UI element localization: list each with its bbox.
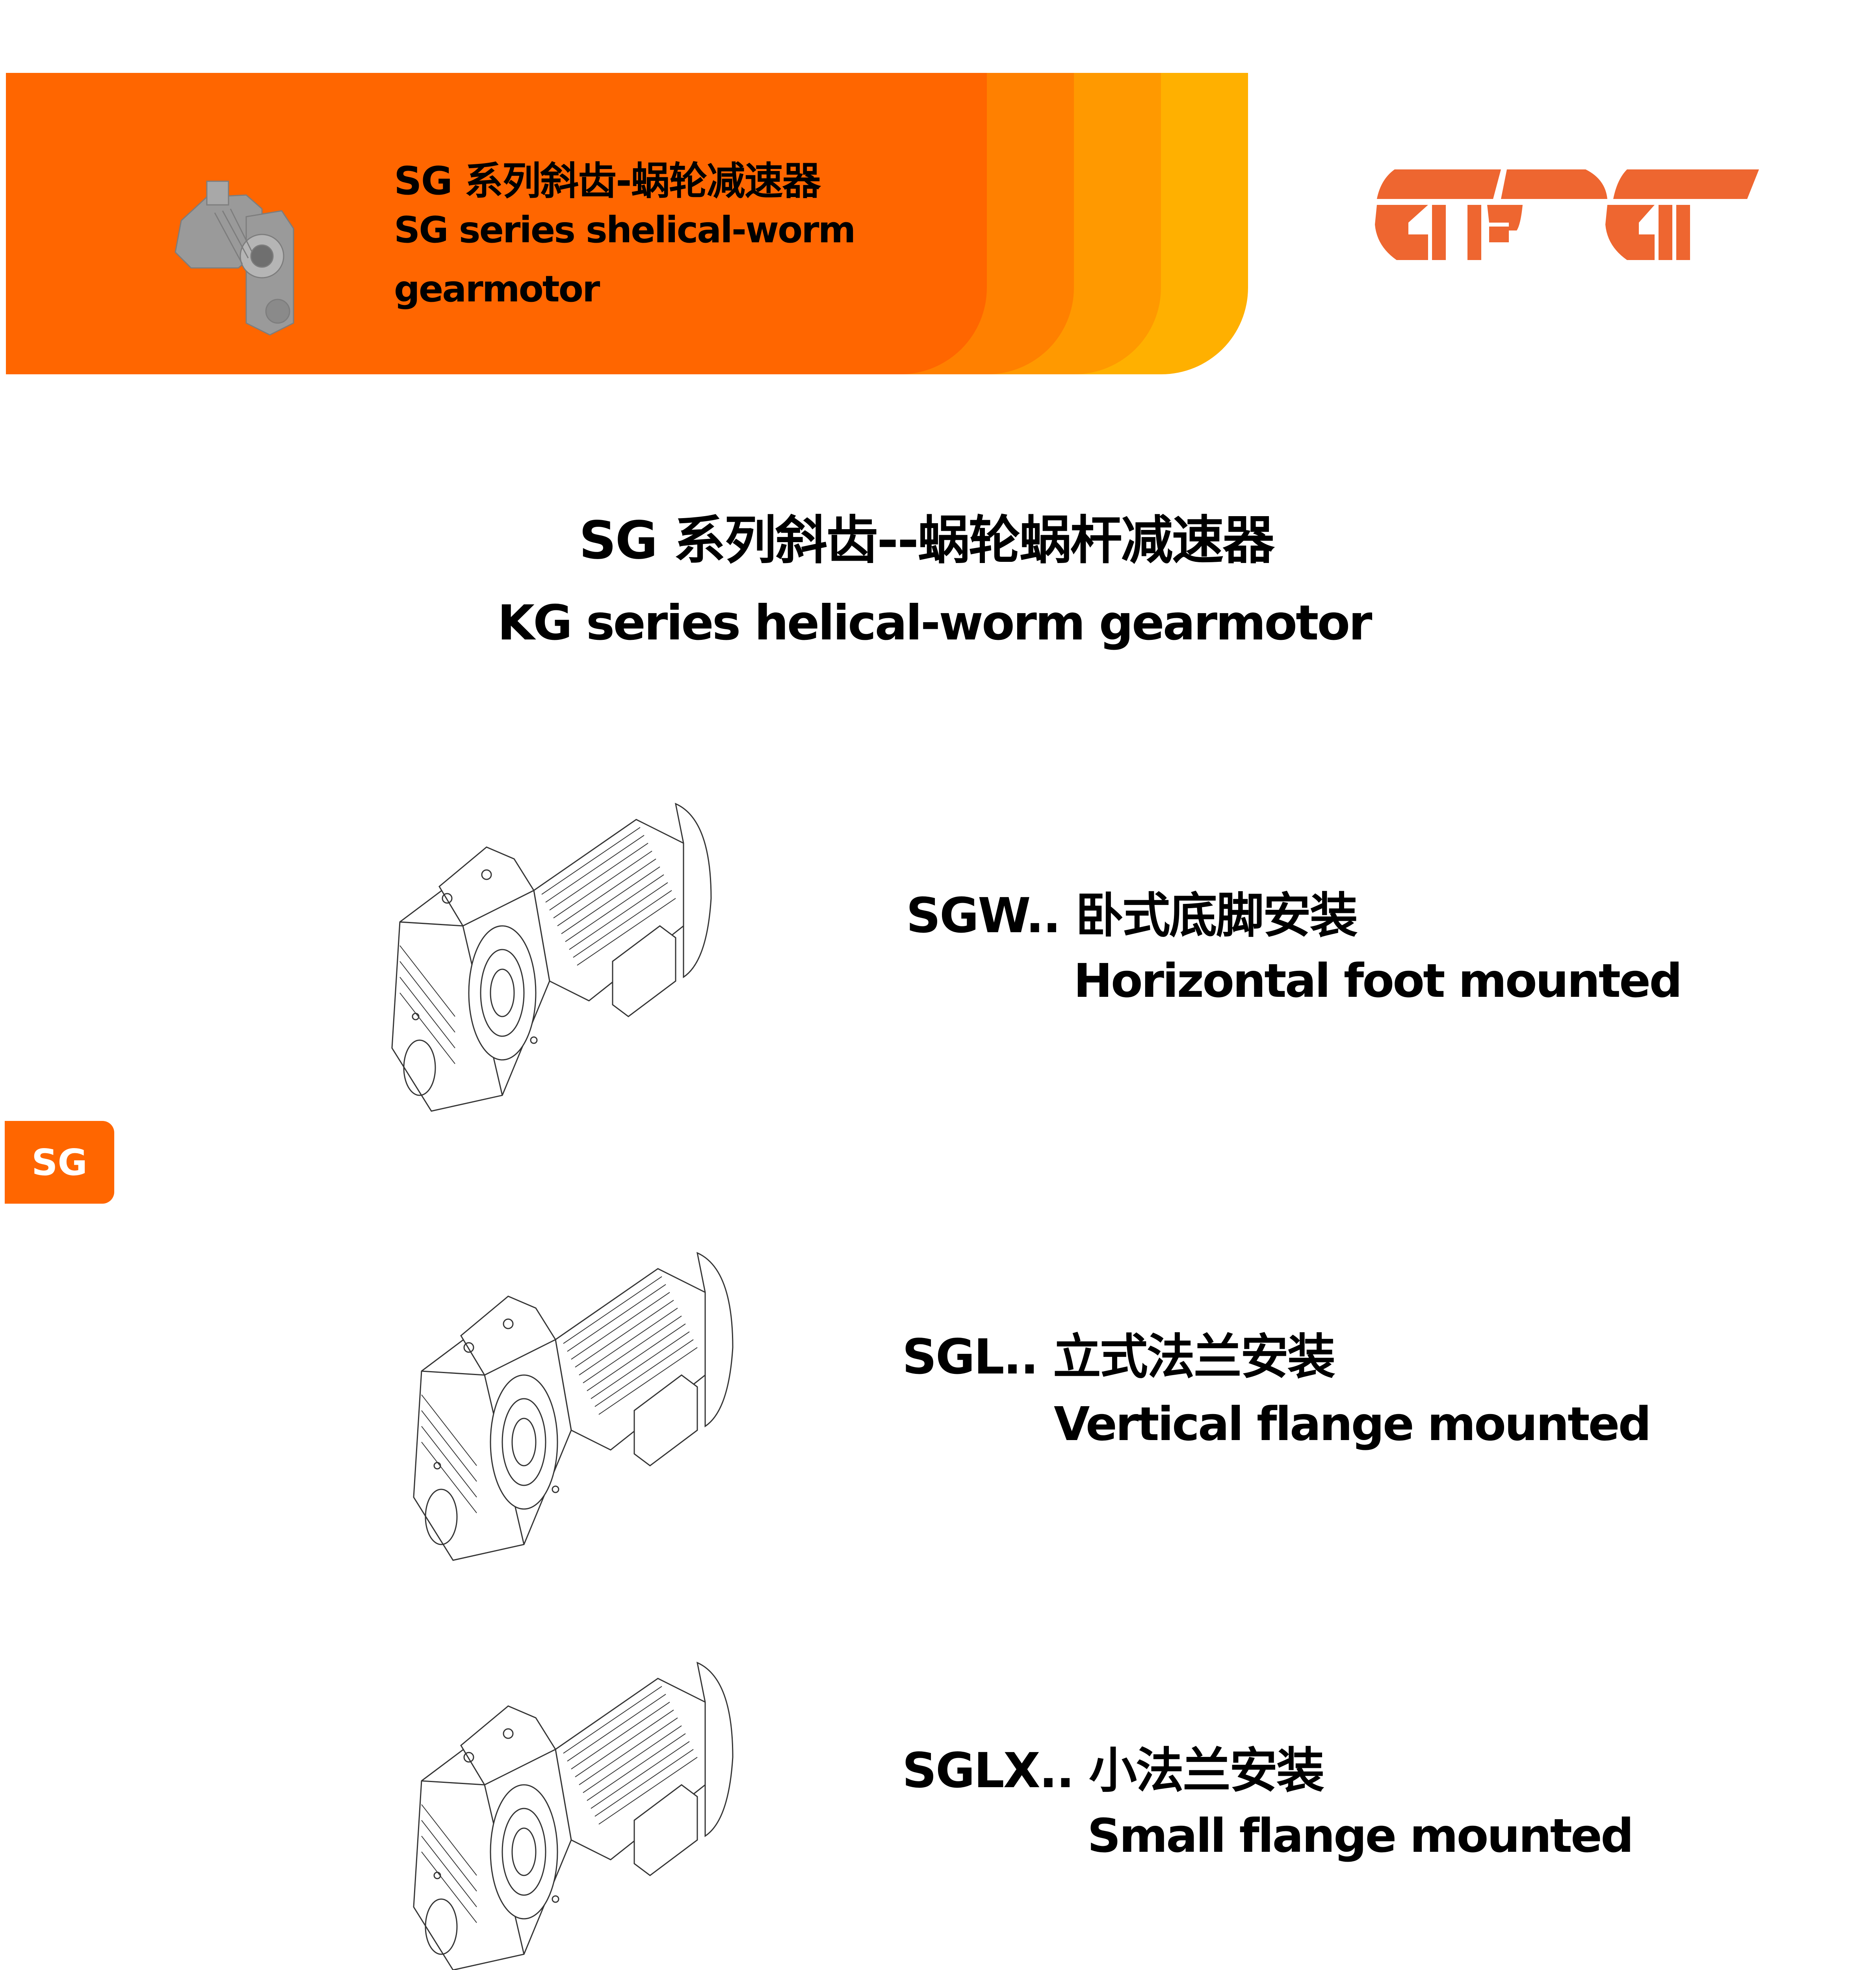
foot-mounted-drawing-icon (391, 803, 712, 1112)
header-banner: SG 系列斜齿-蜗轮减速器 SG series shelical-worm ge… (6, 73, 1248, 374)
mount-code: SGLX.. (902, 1743, 1074, 1799)
section-tab-sg[interactable]: SG (5, 1121, 114, 1204)
mount-cn: 小法兰安装 (1088, 1743, 1324, 1799)
page-title-cn: SG 系列斜齿--蜗轮蜗杆减速器 (0, 498, 1876, 574)
mount-sgl-title: SGL.. 立式法兰安装 (902, 1318, 1335, 1388)
banner-band-orange (6, 73, 987, 374)
page-title-en-text: KG series helical-worm gearmotor (497, 595, 1373, 651)
mount-cn: 卧式底脚安装 (1075, 888, 1358, 944)
page-title-cn-text: SG 系列斜齿--蜗轮蜗杆减速器 (579, 510, 1275, 571)
page-title-en: KG series helical-worm gearmotor (0, 595, 1876, 651)
gearmotor-photo-icon (175, 180, 294, 336)
section-tab-label: SG (32, 1141, 87, 1184)
header-title-en-line2: gearmotor (394, 268, 600, 310)
mount-sglx-title: SGLX.. 小法兰安装 (902, 1732, 1324, 1801)
header-title-cn: SG 系列斜齿-蜗轮减速器 (394, 159, 821, 204)
mount-sgw-title: SGW.. 卧式底脚安装 (906, 877, 1358, 946)
mount-sgw-desc: Horizontal foot mounted (1074, 953, 1683, 1008)
header-title-en-line1: SG series shelical-worm (394, 209, 856, 251)
small-flange-drawing-icon (413, 1662, 734, 1970)
mount-code: SGW.. (906, 888, 1061, 944)
company-logo-icon (1375, 169, 1759, 260)
mount-sglx-desc: Small flange mounted (1087, 1808, 1634, 1863)
mount-code: SGL.. (902, 1329, 1038, 1385)
flange-mounted-drawing-icon (413, 1252, 734, 1561)
mount-cn: 立式法兰安装 (1053, 1329, 1335, 1385)
mount-sgl-desc: Vertical flange mounted (1054, 1397, 1651, 1451)
